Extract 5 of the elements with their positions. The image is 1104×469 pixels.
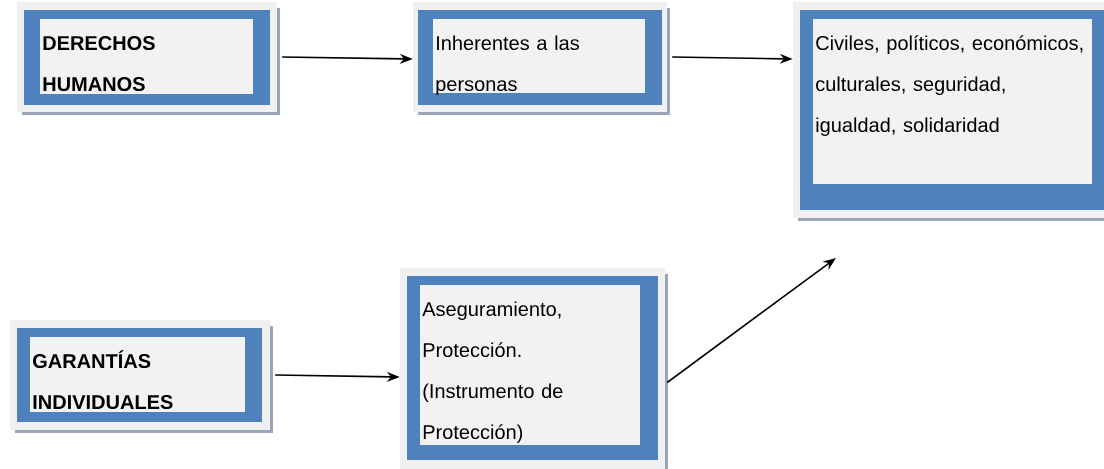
text-box: Aseguramiento, Protección. (Instrumento de Protección) bbox=[400, 268, 668, 469]
text-box: Civiles, políticos, económicos, culturales, seguridad, igualdad, solidaridad bbox=[793, 2, 1104, 221]
text-box: Inherentes a las personas bbox=[413, 2, 670, 115]
text-box: DERECHOS HUMANOS bbox=[17, 2, 280, 115]
text-box: GARANTÍAS INDIVIDUALES bbox=[10, 320, 273, 433]
